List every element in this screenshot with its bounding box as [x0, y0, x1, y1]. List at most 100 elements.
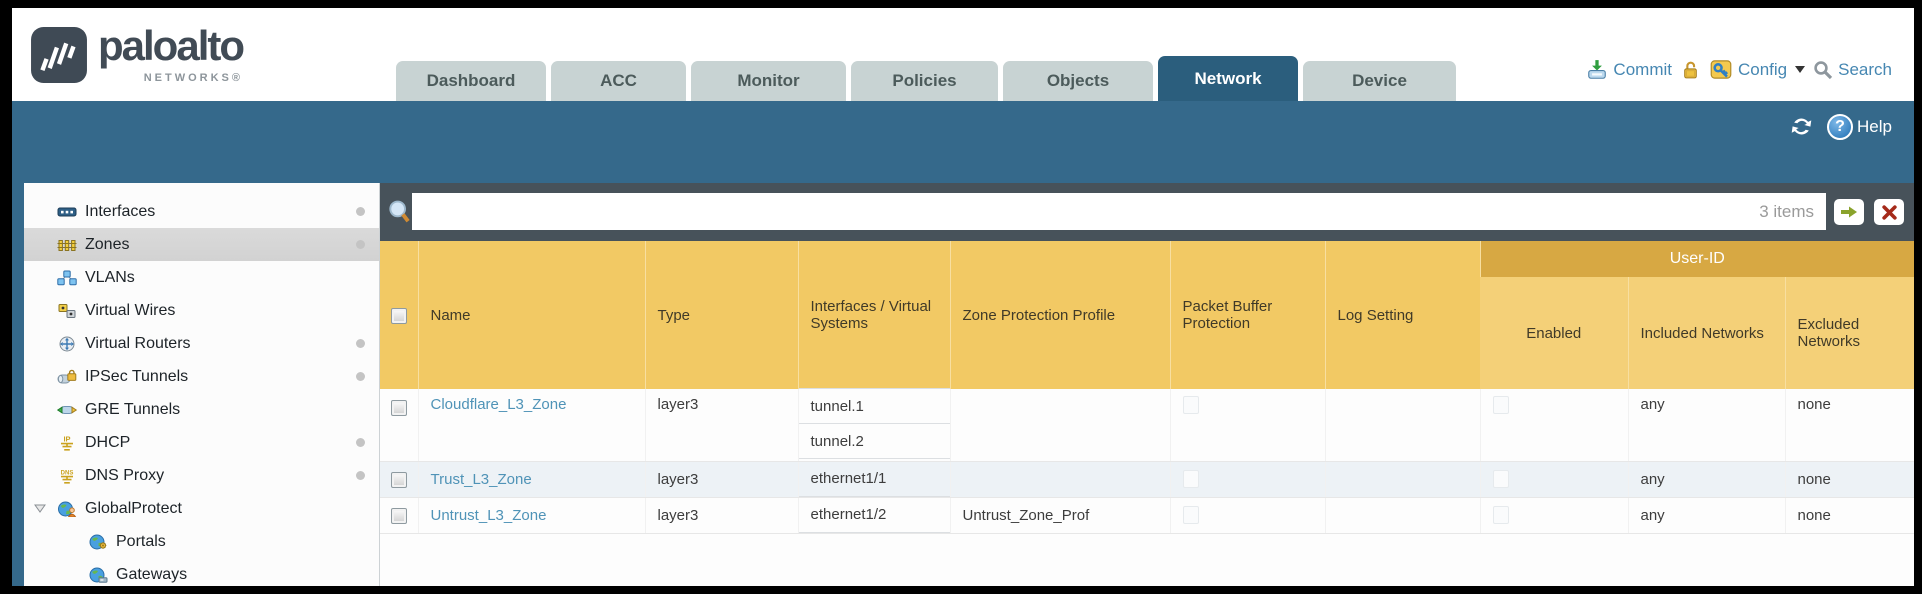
- select-all-header-cell: [380, 241, 418, 389]
- excluded-networks-cell: none: [1784, 497, 1915, 534]
- zone-interfaces-cell: tunnel.1 tunnel.2: [797, 388, 951, 462]
- interface-item: tunnel.2: [797, 423, 951, 459]
- included-networks-cell: any: [1627, 389, 1785, 462]
- zone-name-link[interactable]: Trust_L3_Zone: [430, 470, 532, 488]
- network-sidebar: Interfaces Zones: [24, 183, 380, 586]
- sidebar-item-globalprotect[interactable]: GlobalProtect: [24, 492, 379, 525]
- commit-button[interactable]: Commit: [1586, 59, 1672, 81]
- log-setting-cell: [1324, 389, 1480, 462]
- sidebar-item-label: IPSec Tunnels: [85, 367, 189, 385]
- status-dot: [356, 372, 365, 381]
- sidebar-item-portals[interactable]: Portals: [24, 525, 379, 558]
- sidebar-item-gateways[interactable]: Gateways: [24, 558, 379, 586]
- column-header-included-networks[interactable]: Included Networks: [1627, 277, 1785, 389]
- sidebar-item-zones[interactable]: Zones: [24, 228, 379, 261]
- log-setting-cell: [1324, 461, 1480, 498]
- tab-device[interactable]: Device: [1303, 61, 1456, 101]
- apply-filter-button[interactable]: [1834, 199, 1864, 225]
- zone-name-link[interactable]: Cloudflare_L3_Zone: [430, 396, 567, 413]
- sidebar-item-interfaces[interactable]: Interfaces: [24, 195, 379, 228]
- user-id-enabled-checkbox: [1492, 470, 1509, 489]
- dns-proxy-icon: DNS: [61, 470, 74, 484]
- packet-buffer-protection-checkbox: [1182, 506, 1199, 525]
- interface-item: tunnel.1: [797, 388, 951, 424]
- brand-logo: paloalto NETWORKS®: [30, 22, 245, 84]
- interface-item: ethernet1/2: [797, 496, 951, 533]
- zone-name-link[interactable]: Untrust_L3_Zone: [430, 506, 547, 524]
- table-row: Cloudflare_L3_Zone layer3 tunnel.1 tunne…: [380, 388, 1915, 462]
- gateways-icon: [89, 567, 108, 583]
- sidebar-item-label: GRE Tunnels: [85, 400, 181, 418]
- sidebar-item-virtual-routers[interactable]: Virtual Routers: [24, 327, 379, 360]
- config-key-icon: [1710, 60, 1732, 79]
- column-header-enabled[interactable]: Enabled: [1480, 277, 1628, 389]
- tab-acc[interactable]: ACC: [551, 61, 686, 101]
- tab-policies[interactable]: Policies: [851, 61, 998, 101]
- tab-dashboard[interactable]: Dashboard: [396, 61, 546, 101]
- brand-subtitle: NETWORKS®: [143, 72, 244, 84]
- svg-text:IP: IP: [63, 435, 70, 444]
- header-band: ? Help: [12, 101, 1914, 183]
- status-dot: [356, 339, 365, 348]
- user-id-enabled-checkbox: [1492, 506, 1509, 525]
- apply-filter-arrow-icon: [1841, 206, 1857, 218]
- column-header-type[interactable]: Type: [644, 241, 798, 389]
- sidebar-item-label: DNS Proxy: [85, 466, 165, 484]
- tab-monitor[interactable]: Monitor: [691, 61, 846, 101]
- vlans-icon: [57, 270, 77, 285]
- column-header-zone-protection-profile[interactable]: Zone Protection Profile: [949, 241, 1170, 389]
- zone-interfaces-cell: ethernet1/2: [797, 496, 951, 534]
- ipsec-tunnels-icon: [57, 369, 77, 383]
- help-button[interactable]: ? Help: [1827, 113, 1892, 140]
- refresh-icon[interactable]: [1788, 113, 1815, 140]
- zones-icon: [57, 239, 77, 251]
- column-header-interfaces[interactable]: Interfaces / Virtual Systems: [797, 241, 950, 389]
- commit-label: Commit: [1613, 59, 1672, 79]
- zones-content-pane: 3 items: [380, 183, 1915, 586]
- row-checkbox[interactable]: [390, 400, 407, 417]
- column-header-packet-buffer-protection[interactable]: Packet Buffer Protection: [1169, 241, 1325, 389]
- sidebar-item-label: GlobalProtect: [85, 499, 182, 517]
- filter-input[interactable]: [412, 193, 1760, 230]
- table-row: Trust_L3_Zone layer3 ethernet1/1 any non…: [380, 460, 1915, 498]
- sidebar-item-label: VLANs: [85, 268, 135, 286]
- app-window: paloalto NETWORKS® Dashboard ACC Monitor…: [12, 8, 1915, 586]
- zone-interfaces-cell: ethernet1/1: [797, 460, 951, 498]
- tab-objects[interactable]: Objects: [1003, 61, 1153, 101]
- search-button[interactable]: Search: [1813, 60, 1892, 80]
- dhcp-icon: IP: [61, 435, 73, 451]
- column-group-header-user-id: User-ID: [1479, 241, 1915, 277]
- select-all-checkbox[interactable]: [390, 307, 407, 324]
- svg-text:DNS: DNS: [61, 470, 74, 476]
- status-dot: [356, 207, 365, 216]
- column-header-log-setting[interactable]: Log Setting: [1324, 241, 1480, 389]
- user-id-enabled-checkbox: [1492, 396, 1509, 415]
- sidebar-item-ipsec-tunnels[interactable]: IPSec Tunnels: [24, 360, 379, 393]
- virtual-routers-icon: [59, 336, 75, 351]
- status-dot: [356, 438, 365, 447]
- column-header-excluded-networks[interactable]: Excluded Networks: [1784, 277, 1915, 389]
- caret-down-icon: [1795, 66, 1806, 73]
- sidebar-item-gre-tunnels[interactable]: GRE Tunnels: [24, 393, 379, 426]
- lock-icon[interactable]: [1680, 59, 1701, 81]
- column-header-name[interactable]: Name: [417, 241, 645, 389]
- virtual-wires-icon: [58, 303, 76, 318]
- row-checkbox[interactable]: [390, 471, 407, 488]
- sidebar-item-virtual-wires[interactable]: Virtual Wires: [24, 294, 379, 327]
- sidebar-item-vlans[interactable]: VLANs: [24, 261, 379, 294]
- clear-filter-button[interactable]: [1874, 199, 1904, 225]
- globalprotect-icon: [58, 501, 77, 517]
- paloalto-logo-mark: [31, 27, 87, 83]
- sidebar-item-label: DHCP: [85, 433, 131, 451]
- tab-network[interactable]: Network: [1158, 56, 1298, 101]
- config-menu-button[interactable]: Config: [1709, 58, 1806, 81]
- expander-triangle-icon[interactable]: [34, 504, 46, 513]
- utility-links: Commit Config: [1586, 58, 1892, 81]
- sidebar-item-dhcp[interactable]: IP DHCP: [24, 426, 379, 459]
- sidebar-item-dns-proxy[interactable]: DNS DNS Proxy: [24, 459, 379, 492]
- left-accent-strip: [12, 183, 24, 586]
- row-checkbox[interactable]: [390, 507, 407, 524]
- sidebar-item-label: Virtual Routers: [85, 334, 191, 352]
- help-label: Help: [1857, 116, 1892, 136]
- items-count-label: 3 items: [1759, 201, 1814, 221]
